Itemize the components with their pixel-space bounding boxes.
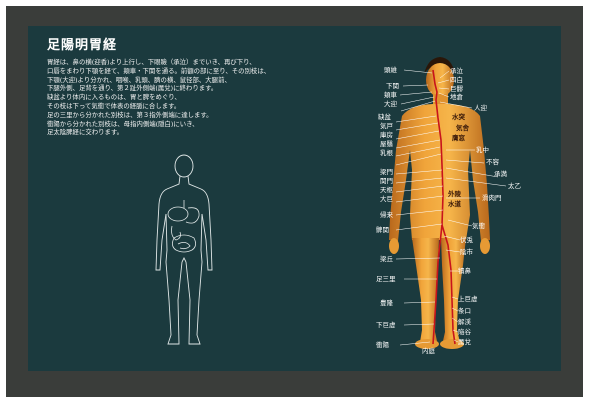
point-label-dubi: 犢鼻 [458,267,471,275]
point-label-guanmen: 関門 [380,177,393,185]
point-label-jiache: 頬車 [384,91,397,99]
point-label-renying: 人迎 [474,104,487,112]
point-label-xiaguan: 下関 [386,82,399,90]
point-label-tianshu: 天枢 [380,186,393,194]
point-label-chengqi: 承泣 [450,67,463,75]
point-label-tiaokou: 条口 [458,307,471,315]
point-label-guilai: 帰来 [380,211,393,219]
point-label-rugen: 乳根 [380,149,393,157]
point-label-huaroumen: 滑肉門 [482,194,502,202]
point-label-chengman: 承満 [494,170,507,178]
point-label-liangmen: 梁門 [380,168,393,176]
point-label-shuidao: 水道 [448,200,461,208]
point-label-ruzhong: 乳中 [476,146,489,154]
point-label-qichong: 気衝 [472,222,485,230]
point-label-lidui: 厲兌 [458,338,471,346]
point-label-biguan: 髀関 [376,226,389,234]
point-label-touwei: 頭維 [384,66,397,74]
point-label-xiangu: 陥谷 [458,328,471,336]
main-body-figure [389,57,490,349]
point-label-chongyang: 衝陽 [376,341,389,349]
internal-organs [168,200,199,252]
point-label-jiexi: 解渓 [458,318,471,326]
point-label-dicang: 地倉 [450,93,463,101]
outline-body-figure [156,155,212,344]
point-label-xiajuxu: 下巨虚 [376,321,396,329]
point-label-taiyi: 太乙 [508,182,521,190]
point-label-wailing: 外陵 [448,190,461,198]
point-label-qihu: 気戸 [380,122,393,130]
point-label-wuyi: 屋翳 [380,140,393,148]
point-label-quepen: 缺盆 [378,113,391,121]
point-label-futu: 伏兎 [460,236,473,244]
point-label-kufang: 庫房 [380,131,393,139]
point-label-juliao: 巨髎 [450,85,463,93]
point-label-liangqiu: 梁丘 [380,255,393,263]
point-label-yingchuang: 膺窓 [452,134,465,142]
point-label-neiting: 内庭 [422,347,435,355]
point-label-sibai: 四白 [450,76,463,84]
point-label-shuitu: 水突 [452,113,465,121]
point-label-yinshi: 陰市 [460,248,473,256]
point-label-qishe: 気舎 [456,124,469,132]
point-label-shangjuxu: 上巨虚 [458,295,478,303]
point-label-daying: 大迎 [384,100,397,108]
point-label-burong: 不容 [486,158,499,166]
point-label-fenglong: 豊隆 [380,299,393,307]
point-label-zusanli: 足三里 [376,275,396,283]
point-label-daju: 大巨 [380,195,393,203]
